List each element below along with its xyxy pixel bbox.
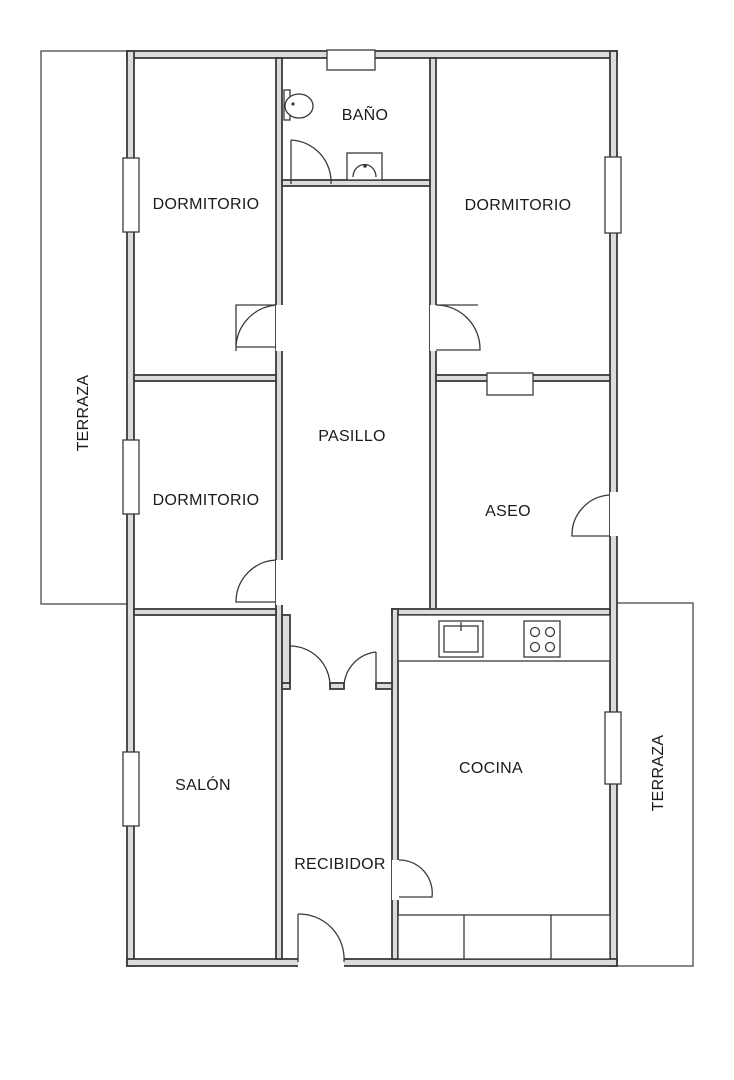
toilet-icon	[283, 89, 314, 121]
terrace-left	[40, 50, 129, 605]
window-dorm3	[122, 439, 140, 515]
room-label-pasillo: PASILLO	[318, 428, 386, 445]
window-dorm1	[122, 157, 140, 233]
terrace-label-right: TERRAZA	[650, 735, 667, 812]
room-label-bano: BAÑO	[342, 104, 389, 124]
room-label-cocina: COCINA	[459, 760, 523, 777]
window-dorm2	[604, 156, 622, 234]
room-label-dormitorio-2: DORMITORIO	[465, 197, 572, 214]
room-label-dormitorio-1: DORMITORIO	[153, 196, 260, 213]
windows	[122, 49, 622, 827]
door-swings	[235, 139, 611, 963]
bath-fixtures	[283, 89, 383, 181]
terrace-right	[615, 602, 694, 967]
counter-top	[397, 614, 611, 662]
room-label-salon: SALÓN	[175, 775, 231, 794]
window-cocina	[604, 711, 622, 785]
stove-icon	[523, 620, 561, 658]
kitchen-fixtures	[397, 614, 611, 960]
bottom-counter	[397, 914, 611, 960]
window-bano	[326, 49, 376, 71]
room-label-dormitorio-3: DORMITORIO	[153, 492, 260, 509]
room-label-aseo: ASEO	[485, 503, 531, 520]
window-salon	[122, 751, 140, 827]
terrace-label-left: TERRAZA	[75, 375, 92, 452]
window-aseo	[486, 372, 534, 396]
kitchen-sink-icon	[438, 620, 484, 658]
room-label-recibidor: RECIBIDOR	[294, 856, 386, 873]
door-openings	[276, 135, 618, 967]
sink-icon	[346, 152, 383, 181]
